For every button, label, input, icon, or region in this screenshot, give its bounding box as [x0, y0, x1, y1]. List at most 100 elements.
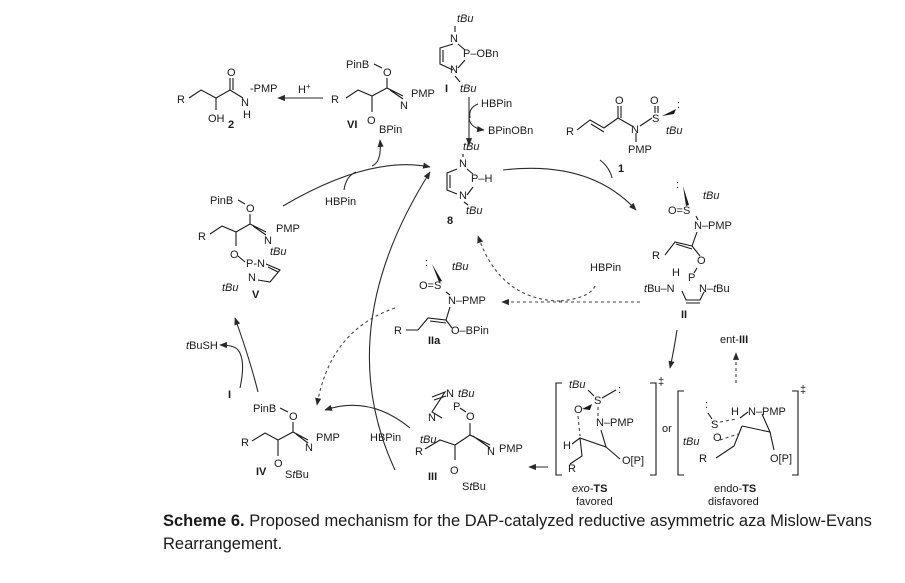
- atom-h: H: [243, 109, 251, 121]
- atom-n2: N: [459, 190, 467, 202]
- reagent-acid: H+: [298, 82, 311, 96]
- atom-r: R: [198, 231, 206, 243]
- compound-label-III: III: [428, 471, 437, 483]
- wedge-bond: [432, 264, 442, 282]
- atom-p: P: [688, 272, 695, 284]
- n-pmp: N–PMP: [748, 406, 786, 418]
- c-o-bond: [605, 446, 621, 460]
- product-2: R O N H -PMP OH 2: [177, 67, 278, 131]
- reagent-hbpin-right: HBPin: [590, 262, 621, 274]
- compound-VI: PinB O R N PMP O BPin VI: [331, 59, 435, 136]
- atom-n: N: [631, 124, 639, 136]
- dashed-hbpin-curve: [559, 285, 596, 302]
- caption-label: Scheme 6.: [163, 512, 245, 530]
- dagger: ‡: [800, 384, 806, 396]
- atom-n: N: [305, 442, 313, 454]
- tbu-top: tBu: [457, 13, 474, 25]
- atom-o: O: [574, 404, 583, 416]
- compound-1: R O N PMP S O : tBu 1: [566, 95, 683, 175]
- atom-o-p: O: [230, 249, 239, 261]
- atom-n: N: [241, 97, 249, 109]
- substrate-in-curve: [599, 159, 613, 179]
- arrow-II-to-ts: [668, 329, 678, 369]
- ring-bonds: [446, 154, 474, 206]
- endo-ts: ‡ : S H N–PMP O tBu R O[P] endo-TS disfa…: [677, 384, 806, 508]
- reagent-hbpin-top: HBPin: [481, 98, 512, 110]
- pinb: PinB: [210, 195, 233, 207]
- compound-IIa: : tBu O=S N–PMP R O–BPin IIa: [394, 257, 489, 347]
- group-pmp: -PMP: [250, 83, 278, 95]
- tbush-out-curve: [219, 341, 244, 389]
- atom-n1: N: [450, 33, 458, 45]
- atom-o: O: [289, 411, 298, 423]
- bonds: [188, 78, 244, 110]
- label-ent-III: ent-III: [720, 334, 748, 346]
- atom-r: R: [331, 94, 339, 106]
- mechanism-scheme: tBu N P–OBn N tBu I HBPin BPinOBn tBu N …: [177, 13, 806, 508]
- bonds: [576, 106, 653, 142]
- atom-r: R: [177, 94, 185, 106]
- bonds: [209, 199, 267, 246]
- ts-brackets: [677, 390, 799, 476]
- reagent-bpinobn: BPinOBn: [488, 125, 533, 137]
- bonds: [406, 291, 453, 331]
- tbu-1: tBu: [270, 246, 287, 258]
- atom-r: R: [241, 437, 249, 449]
- atom-r: R: [652, 250, 660, 262]
- ts-brackets: [555, 382, 657, 476]
- exo-ts-label: exo-TS: [572, 483, 607, 495]
- s-bonds: [587, 389, 617, 399]
- arrow-8-to-II: [502, 167, 637, 211]
- dashed-arrow-IIa-to-8: [477, 235, 561, 302]
- atom-o-s: O=S: [419, 280, 441, 292]
- tbu-1: tBu: [458, 388, 475, 400]
- lone-pair: :: [425, 257, 428, 269]
- atom-n1: N: [446, 388, 454, 400]
- n-pmp: N–PMP: [448, 295, 486, 307]
- atom-oh: OH: [208, 113, 225, 125]
- atom-r: R: [566, 126, 574, 138]
- atom-p: P–OBn: [463, 48, 498, 60]
- dagger: ‡: [658, 376, 664, 388]
- compound-label-IV: IV: [256, 466, 267, 478]
- atom-n2: N: [428, 412, 436, 424]
- ring-bonds: [237, 255, 281, 283]
- so-double-bond: [654, 106, 659, 113]
- group-tbu: tBu: [666, 125, 683, 137]
- atom-o-carbonyl: O: [615, 95, 624, 107]
- wedge-bond: [683, 186, 689, 206]
- compound-label-IIa: IIa: [428, 335, 441, 347]
- pinb: PinB: [253, 403, 276, 415]
- tbu: tBu: [683, 436, 700, 448]
- group-pmp: PMP: [276, 223, 300, 235]
- s-tbu: StBu: [285, 469, 309, 481]
- exo-ts: ‡ tBu S : O N–PMP H R O[P] exo-TS favore…: [555, 376, 664, 508]
- atom-o: O: [697, 255, 706, 267]
- atom-r: R: [699, 453, 707, 465]
- lone-pair: :: [677, 99, 680, 111]
- or-text: or: [662, 423, 672, 435]
- compound-V: PinB O R N PMP O P-N tBu N tBu V: [198, 195, 300, 301]
- tbu-top: tBu: [463, 141, 480, 153]
- endo-ts-label: endo-TS: [714, 483, 756, 495]
- compound-label-VI: VI: [347, 119, 357, 131]
- compound-IV: PinB O R N PMP O StBu IV: [241, 403, 340, 481]
- compound-label-8: 8: [447, 215, 453, 227]
- bonds: [715, 411, 771, 459]
- bonds: [251, 407, 309, 456]
- atom-o: O: [246, 203, 255, 215]
- figure-caption: Scheme 6. Proposed mechanism for the DAP…: [163, 510, 883, 556]
- compound-8: tBu N P–H N tBu 8: [446, 141, 492, 227]
- atom-p-h: P–H: [471, 173, 492, 185]
- compound-II: : tBu O=S N–PMP R O H P tBu–N N–tBu II: [644, 179, 732, 321]
- atom-o-s: O=S: [668, 205, 690, 217]
- lone-pair: :: [618, 384, 621, 396]
- atom-n: N: [400, 100, 408, 112]
- ring-bonds: [681, 267, 705, 304]
- endo-ts-note: disfavored: [708, 496, 759, 508]
- atom-r: R: [394, 325, 402, 337]
- atom-o: O: [227, 67, 236, 79]
- o-bpin: O–BPin: [451, 325, 489, 337]
- atom-r: R: [568, 463, 576, 475]
- bonds: [569, 429, 607, 465]
